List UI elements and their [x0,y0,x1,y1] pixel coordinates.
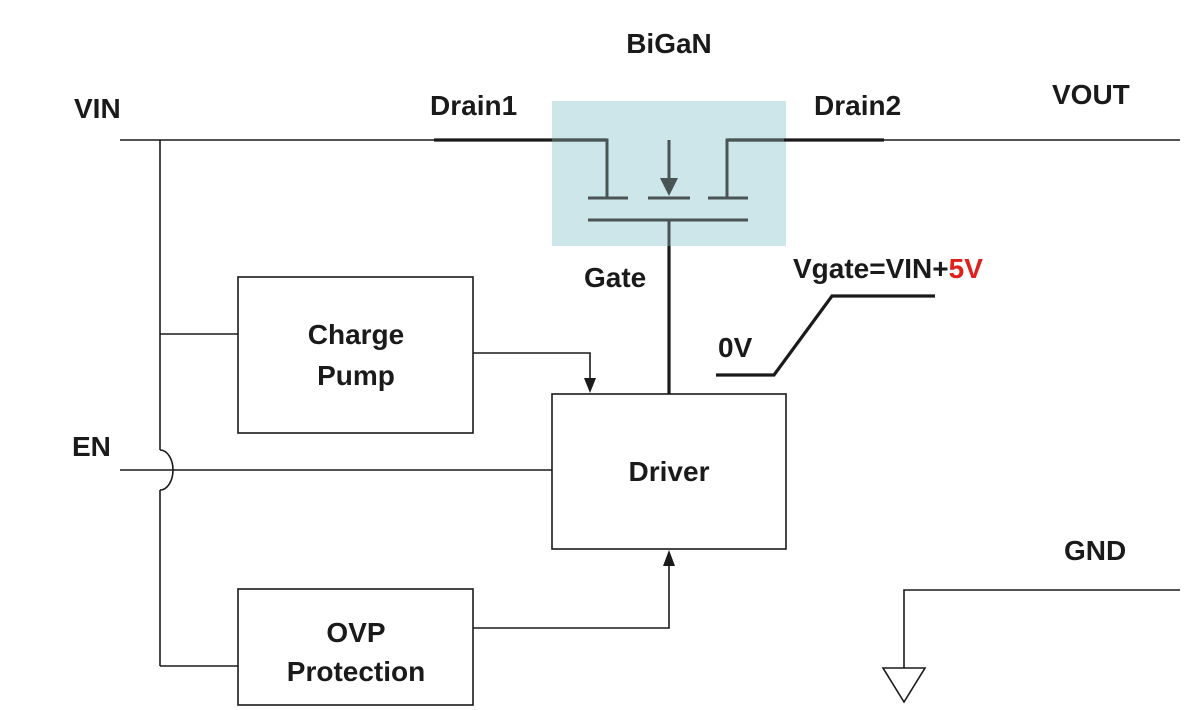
gnd-label: GND [1064,535,1126,566]
ground-symbol-icon [881,667,927,704]
charge-pump-label-line1: Charge [308,319,404,350]
charge-pump-label-line2: Pump [317,360,395,391]
ovp-label-line1: OVP [326,617,385,648]
waveform-low-label: 0V [718,332,753,363]
bigan-transistor-symbol [552,138,784,246]
driver-label: Driver [629,456,710,487]
charge-pump-to-driver-wire [473,352,591,378]
waveform-high-label: Vgate=VIN+5V [793,253,983,284]
fet-substrate-arrow-icon [660,178,678,196]
charge-pump-block [237,276,474,434]
fet-drain2-leg [725,138,784,198]
gnd-wire [903,589,1180,668]
vgate-expression: Vgate=VIN+ [793,253,949,284]
ovp-to-driver-wire [473,566,670,629]
ovp-arrow-icon [663,550,675,566]
en-label: EN [72,431,111,462]
vgate-boost-value: 5V [949,253,984,284]
driver-block [551,393,787,550]
ovp-protection-block [237,588,474,706]
ovp-label-line2: Protection [287,656,425,687]
gate-waveform [716,294,935,377]
diagram-title: BiGaN [626,28,712,59]
drain2-label: Drain2 [814,90,901,121]
fet-drain1-leg [552,138,609,198]
drain1-label: Drain1 [430,90,517,121]
gate-label: Gate [584,262,646,293]
charge-pump-arrow-icon [584,378,596,393]
vout-label: VOUT [1052,79,1130,110]
vin-label: VIN [74,93,121,124]
